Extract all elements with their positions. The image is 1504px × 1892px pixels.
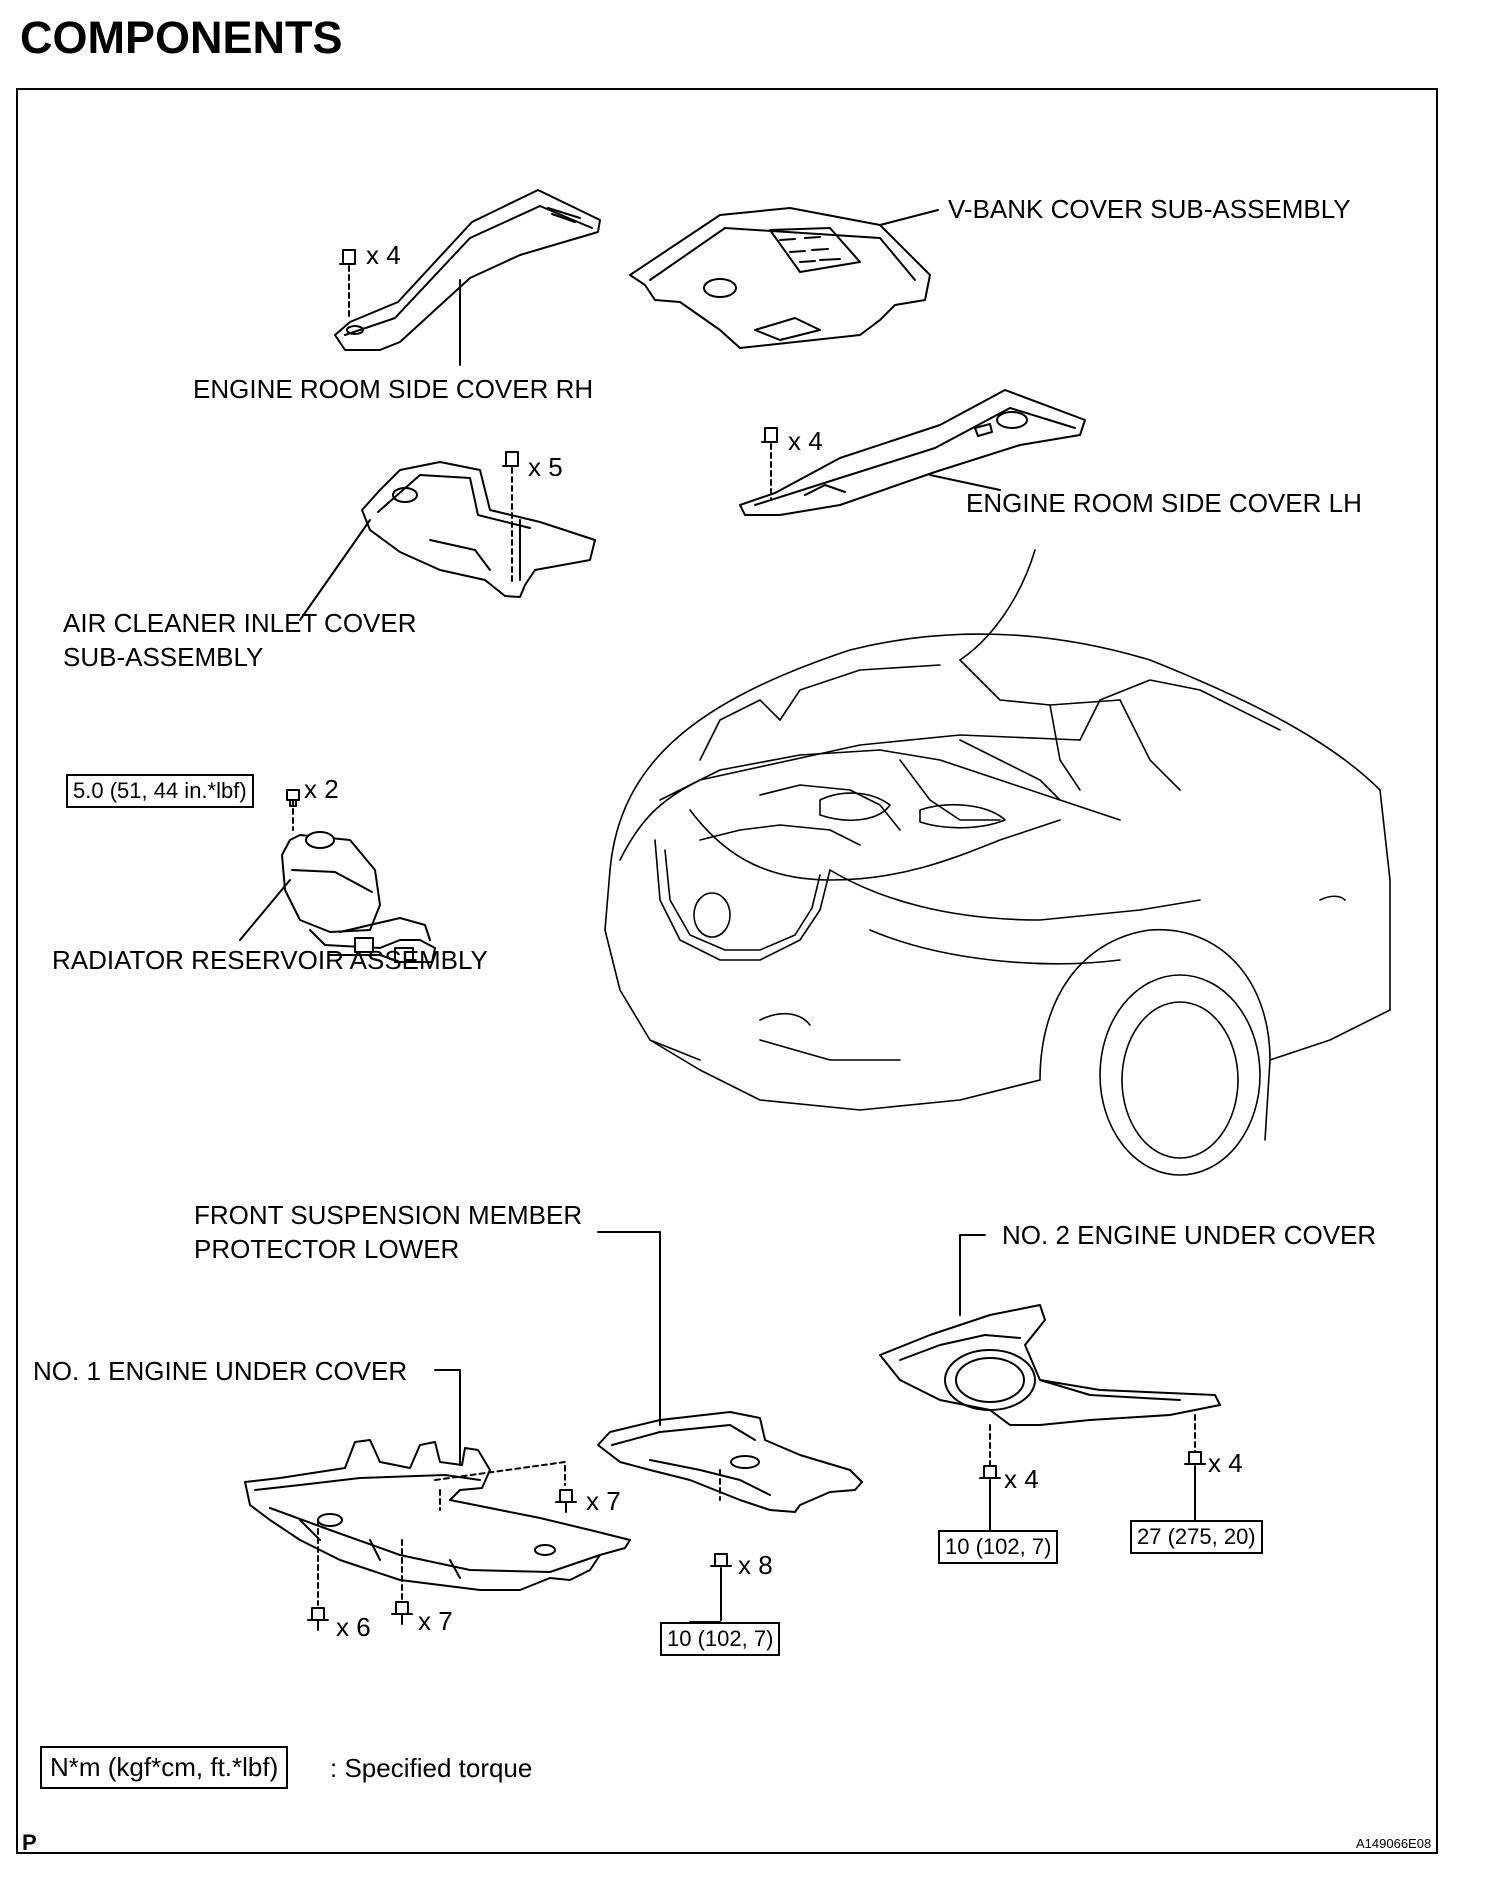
clip-icon bbox=[502, 451, 522, 586]
label-radiator-reservoir-assembly: RADIATOR RESERVOIR ASSEMBLY bbox=[52, 945, 488, 975]
corner-mark: P bbox=[22, 1830, 37, 1855]
qty-reservoir-bolts: x 2 bbox=[304, 774, 339, 804]
front-suspension-member-protector-lower bbox=[597, 1231, 863, 1513]
qty-air-clips: x 5 bbox=[528, 452, 563, 482]
bolt-icon bbox=[979, 1465, 1001, 1531]
qty-front-bolts: x 8 bbox=[738, 1550, 773, 1580]
label-no1-engine-under-cover: NO. 1 ENGINE UNDER COVER bbox=[33, 1356, 408, 1386]
bolt-icon bbox=[307, 1607, 329, 1631]
diagram-frame bbox=[16, 88, 1438, 1854]
qty-no2-right-bolts: x 4 bbox=[1208, 1448, 1243, 1478]
clip-icon bbox=[339, 249, 359, 321]
torque-no2-right: 27 (275, 20) bbox=[1130, 1520, 1263, 1554]
torque-reservoir: 5.0 (51, 44 in.*lbf) bbox=[66, 774, 254, 808]
label-engine-room-side-cover-lh: ENGINE ROOM SIDE COVER LH bbox=[966, 488, 1362, 518]
legend-unit-box: N*m (kgf*cm, ft.*lbf) bbox=[40, 1746, 289, 1789]
label-no2-engine-under-cover: NO. 2 ENGINE UNDER COVER bbox=[1002, 1220, 1377, 1250]
label-front-suspension-member-line2: PROTECTOR LOWER bbox=[194, 1234, 460, 1264]
bolt-icon bbox=[710, 1553, 732, 1621]
bolt-icon bbox=[391, 1601, 413, 1625]
qty-no2-left-bolts: x 4 bbox=[1004, 1464, 1039, 1494]
label-v-bank-cover: V-BANK COVER SUB-ASSEMBLY bbox=[948, 194, 1351, 224]
legend-description: : Specified torque bbox=[330, 1753, 533, 1783]
qty-rh-clips: x 4 bbox=[366, 240, 401, 270]
v-bank-cover-sub-assembly bbox=[629, 207, 939, 349]
bolt-icon bbox=[555, 1489, 577, 1513]
engine-room-side-cover-rh bbox=[334, 189, 601, 366]
qty-lh-clips: x 4 bbox=[788, 426, 823, 456]
engine-room-side-cover-lh bbox=[739, 389, 1086, 516]
torque-no2-left: 10 (102, 7) bbox=[938, 1530, 1059, 1564]
clip-icon bbox=[761, 427, 781, 501]
no1-engine-under-cover bbox=[244, 1369, 631, 1606]
qty-no1-right-bolts: x 7 bbox=[586, 1486, 621, 1516]
label-front-suspension-member-line1: FRONT SUSPENSION MEMBER bbox=[194, 1200, 583, 1230]
radiator-reservoir-assembly bbox=[239, 799, 436, 963]
qty-no1-bottom-left-bolts: x 6 bbox=[336, 1612, 371, 1642]
label-engine-room-side-cover-rh: ENGINE ROOM SIDE COVER RH bbox=[193, 374, 594, 404]
torque-front-suspension-member: 10 (102, 7) bbox=[660, 1622, 781, 1656]
vehicle-front-outline bbox=[604, 549, 1391, 1176]
figure-id: A149066E08 bbox=[1356, 1836, 1432, 1851]
page-title: COMPONENTS bbox=[20, 12, 343, 63]
bolt-icon bbox=[286, 789, 300, 807]
qty-no1-bottom-mid-bolts: x 7 bbox=[418, 1606, 453, 1636]
air-cleaner-inlet-cover-sub-assembly bbox=[299, 461, 596, 621]
label-air-cleaner-inlet-cover-line1: AIR CLEANER INLET COVER bbox=[63, 608, 417, 638]
bolt-icon bbox=[1184, 1451, 1206, 1521]
label-air-cleaner-inlet-cover-line2: SUB-ASSEMBLY bbox=[63, 642, 264, 672]
no2-engine-under-cover bbox=[879, 1234, 1221, 1466]
